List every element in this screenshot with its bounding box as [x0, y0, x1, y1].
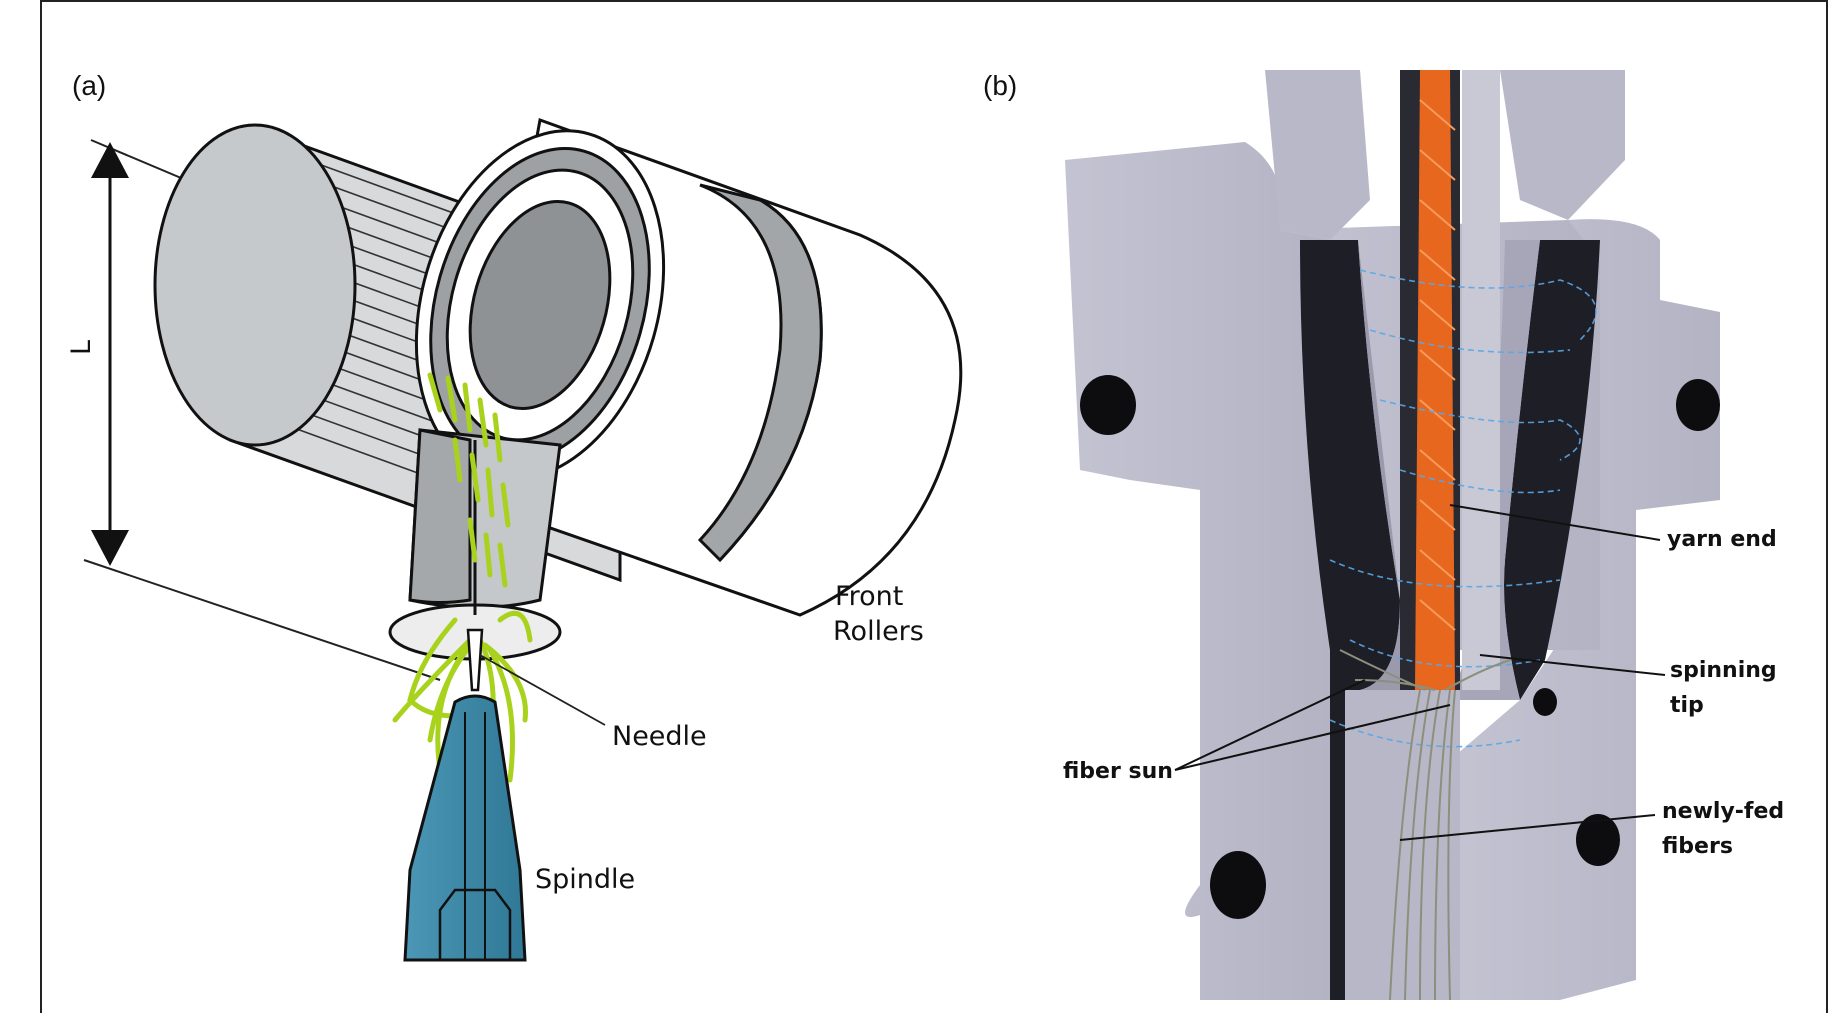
label-fiber-sun: fiber sun [1063, 759, 1173, 784]
callout-lines-b [1174, 504, 1666, 841]
label-front-rollers-line1: Front [835, 581, 903, 612]
label-front-rollers-line2: Rollers [833, 616, 924, 647]
yarn-end [1415, 70, 1456, 690]
fibers-green [392, 372, 533, 783]
label-spinning-tip-line1: spinning [1670, 658, 1777, 683]
panel-b-label: (b) [983, 70, 1017, 101]
fibers-newly-fed [1339, 649, 1511, 1001]
label-yarn-end: yarn end [1667, 527, 1777, 552]
label-newly-fed-line1: newly-fed [1662, 799, 1784, 824]
needle [466, 628, 484, 692]
panel-a: (a) L [66, 70, 963, 962]
panel-a-label: (a) [72, 70, 106, 101]
label-spindle: Spindle [535, 864, 635, 895]
label-newly-fed-line2: fibers [1662, 834, 1733, 859]
front-roller [414, 117, 963, 617]
needle-callout-line [479, 654, 606, 726]
label-needle: Needle [612, 721, 707, 752]
o-rings [1080, 375, 1720, 919]
dimension-arrow-l [83, 139, 441, 681]
figure-frame [40, 0, 1828, 1013]
label-spinning-tip-line2: tip [1670, 693, 1704, 718]
panel-b: (b) [983, 70, 1784, 1001]
nozzle [388, 428, 562, 661]
spindle [403, 694, 527, 962]
dimension-label-l: L [66, 340, 97, 355]
